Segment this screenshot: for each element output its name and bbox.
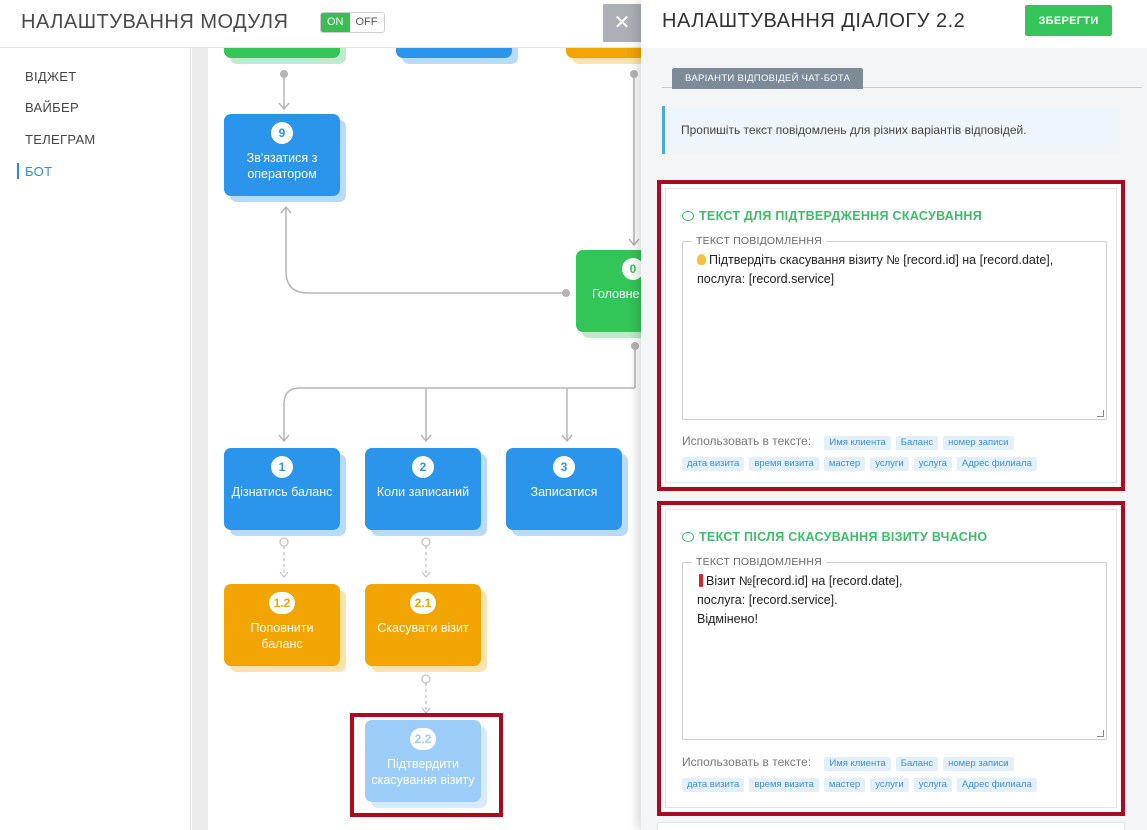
tag-visit-date[interactable]: дата визита	[682, 457, 745, 471]
tag-record-number[interactable]: номер записи	[943, 757, 1014, 771]
flow-node-1-2[interactable]: 1.2 Поповнити баланс	[224, 584, 340, 666]
card-body: ТЕКСТ ПІСЛЯ СКАСУВАННЯ ВІЗИТУ ВЧАСНО ТЕК…	[665, 509, 1117, 808]
card-title: ТЕКСТ ПІСЛЯ СКАСУВАННЯ ВІЗИТУ ВЧАСНО	[682, 530, 987, 544]
module-toggle[interactable]: ON OFF	[320, 12, 385, 33]
card-title-text: ТЕКСТ ДЛЯ ПІДТВЕРДЖЕННЯ СКАСУВАННЯ	[699, 209, 983, 223]
node-number: 1.2	[268, 592, 296, 614]
info-notice: Пропишіть текст повідомлень для різних в…	[662, 106, 1120, 154]
tags-label: Использовать в тексте:	[682, 755, 812, 769]
tag-client-name[interactable]: Имя клиента	[824, 436, 891, 450]
flow-node-2-1[interactable]: 2.1 Скасувати візит	[365, 584, 481, 666]
chat-bubble-icon	[682, 211, 694, 221]
toggle-on[interactable]: ON	[321, 13, 350, 32]
tag-branch-address[interactable]: Адрес филиала	[956, 457, 1037, 471]
flow-node-2[interactable]: 2 Коли записаний	[365, 448, 481, 530]
node-number: 2.2	[409, 728, 437, 750]
node-number: 9	[271, 122, 293, 144]
tag-services[interactable]: услуги	[870, 457, 909, 471]
node-label: Поповнити баланс	[250, 621, 314, 651]
tags-label: Использовать в тексте:	[682, 434, 812, 448]
bulb-icon	[697, 254, 706, 265]
save-button[interactable]: ЗБЕРЕГТИ	[1025, 5, 1112, 36]
node-label: Скасувати візит	[377, 621, 469, 635]
flow-canvas-area: 9 Зв'язатися з оператором 0 Головне 1 Ді…	[208, 48, 641, 830]
flow-node-top-orange[interactable]	[566, 48, 641, 58]
dialog-settings-panel: НАЛАШТУВАННЯ ДІАЛОГУ 2.2 ЗБЕРЕГТИ ВАРІАН…	[641, 0, 1147, 830]
node-label: Головне	[592, 287, 640, 301]
flow-node-1[interactable]: 1 Дізнатись баланс	[224, 448, 340, 530]
panel-header: НАЛАШТУВАННЯ ДІАЛОГУ 2.2 ЗБЕРЕГТИ	[641, 0, 1147, 48]
message-value: Візит №[record.id] на [record.date], пос…	[697, 574, 903, 626]
app-header: НАЛАШТУВАННЯ МОДУЛЯ ON OFF	[0, 0, 641, 48]
node-number: 2	[412, 456, 434, 478]
flow-node-2-2[interactable]: 2.2 Підтвердити скасування візиту	[365, 720, 481, 802]
card-title: ТЕКСТ ДЛЯ ПІДТВЕРДЖЕННЯ СКАСУВАННЯ	[682, 209, 982, 223]
tag-service[interactable]: услуга	[913, 778, 952, 792]
tag-client-name[interactable]: Имя клиента	[824, 757, 891, 771]
flow-canvas[interactable]: 9 Зв'язатися з оператором 0 Головне 1 Ді…	[192, 48, 641, 830]
node-label: Підтвердити скасування візиту	[371, 757, 475, 787]
exclamation-icon	[699, 574, 703, 587]
tag-master[interactable]: мастер	[823, 457, 866, 471]
message-textarea[interactable]: ТЕКСТ ПОВІДОМЛЕННЯ Візит №[record.id] на…	[682, 556, 1107, 740]
message-card-confirm-cancel: ТЕКСТ ДЛЯ ПІДТВЕРДЖЕННЯ СКАСУВАННЯ ТЕКСТ…	[657, 180, 1125, 491]
next-card-edge	[657, 822, 1125, 830]
field-legend: ТЕКСТ ПОВІДОМЛЕННЯ	[692, 235, 826, 247]
node-label: Зв'язатися з оператором	[246, 151, 318, 181]
sidebar-item-telegram[interactable]: ТЕЛЕГРАМ	[25, 132, 96, 147]
node-number: 0	[622, 258, 641, 280]
sidebar: ВІДЖЕТ ВАЙБЕР ТЕЛЕГРАМ БОТ	[0, 48, 191, 830]
node-highlight-frame	[350, 713, 503, 817]
flow-connectors	[278, 70, 640, 715]
flow-node-3[interactable]: 3 Записатися	[506, 448, 622, 530]
tag-visit-time[interactable]: время визита	[749, 457, 819, 471]
template-tags: Использовать в тексте: Имя клиента Баланс…	[682, 431, 1112, 473]
flow-node-top-green[interactable]	[224, 48, 340, 58]
sidebar-active-marker	[17, 163, 19, 179]
template-tags: Использовать в тексте: Имя клиента Баланс…	[682, 752, 1112, 794]
tag-service[interactable]: услуга	[913, 457, 952, 471]
page-title: НАЛАШТУВАННЯ МОДУЛЯ	[21, 11, 289, 33]
message-card-after-cancel: ТЕКСТ ПІСЛЯ СКАСУВАННЯ ВІЗИТУ ВЧАСНО ТЕК…	[657, 501, 1125, 816]
node-number: 2.1	[409, 592, 437, 614]
field-legend: ТЕКСТ ПОВІДОМЛЕННЯ	[692, 556, 826, 568]
tag-visit-time[interactable]: время визита	[749, 778, 819, 792]
flow-node-9[interactable]: 9 Зв'язатися з оператором	[224, 114, 340, 196]
flow-node-top-blue[interactable]	[396, 48, 512, 58]
message-textarea[interactable]: ТЕКСТ ПОВІДОМЛЕННЯ Підтвердіть скасуванн…	[682, 235, 1107, 420]
tag-balance[interactable]: Баланс	[895, 757, 939, 771]
tab-bot-answers[interactable]: ВАРІАНТИ ВІДПОВІДЕЙ ЧАТ-БОТА	[672, 68, 864, 89]
node-label: Записатися	[530, 485, 598, 499]
card-body: ТЕКСТ ДЛЯ ПІДТВЕРДЖЕННЯ СКАСУВАННЯ ТЕКСТ…	[665, 188, 1117, 483]
tab-bar: ВАРІАНТИ ВІДПОВІДЕЙ ЧАТ-БОТА	[662, 68, 1142, 89]
toggle-off[interactable]: OFF	[349, 13, 384, 32]
panel-title: НАЛАШТУВАННЯ ДІАЛОГУ 2.2	[662, 10, 966, 32]
tag-balance[interactable]: Баланс	[895, 436, 939, 450]
sidebar-item-viber[interactable]: ВАЙБЕР	[25, 100, 79, 115]
close-panel-button[interactable]: ✕	[603, 4, 641, 42]
resize-handle[interactable]	[1097, 410, 1104, 417]
flow-node-0[interactable]: 0 Головне	[576, 250, 641, 332]
message-value: Підтвердіть скасування візиту № [record.…	[697, 253, 1054, 286]
card-title-text: ТЕКСТ ПІСЛЯ СКАСУВАННЯ ВІЗИТУ ВЧАСНО	[699, 530, 988, 544]
resize-handle[interactable]	[1097, 730, 1104, 737]
node-label: Коли записаний	[376, 485, 470, 499]
tag-master[interactable]: мастер	[823, 778, 866, 792]
message-text[interactable]: Візит №[record.id] на [record.date], пос…	[697, 572, 1096, 629]
node-number: 3	[553, 456, 575, 478]
tag-visit-date[interactable]: дата визита	[682, 778, 745, 792]
tag-branch-address[interactable]: Адрес филиала	[956, 778, 1037, 792]
message-text[interactable]: Підтвердіть скасування візиту № [record.…	[697, 251, 1096, 289]
sidebar-item-widget[interactable]: ВІДЖЕТ	[25, 69, 77, 84]
chat-bubble-icon	[682, 532, 694, 542]
tag-record-number[interactable]: номер записи	[943, 436, 1014, 450]
tag-services[interactable]: услуги	[870, 778, 909, 792]
node-label: Дізнатись баланс	[231, 485, 333, 499]
sidebar-item-bot[interactable]: БОТ	[25, 164, 53, 179]
node-number: 1	[271, 456, 293, 478]
